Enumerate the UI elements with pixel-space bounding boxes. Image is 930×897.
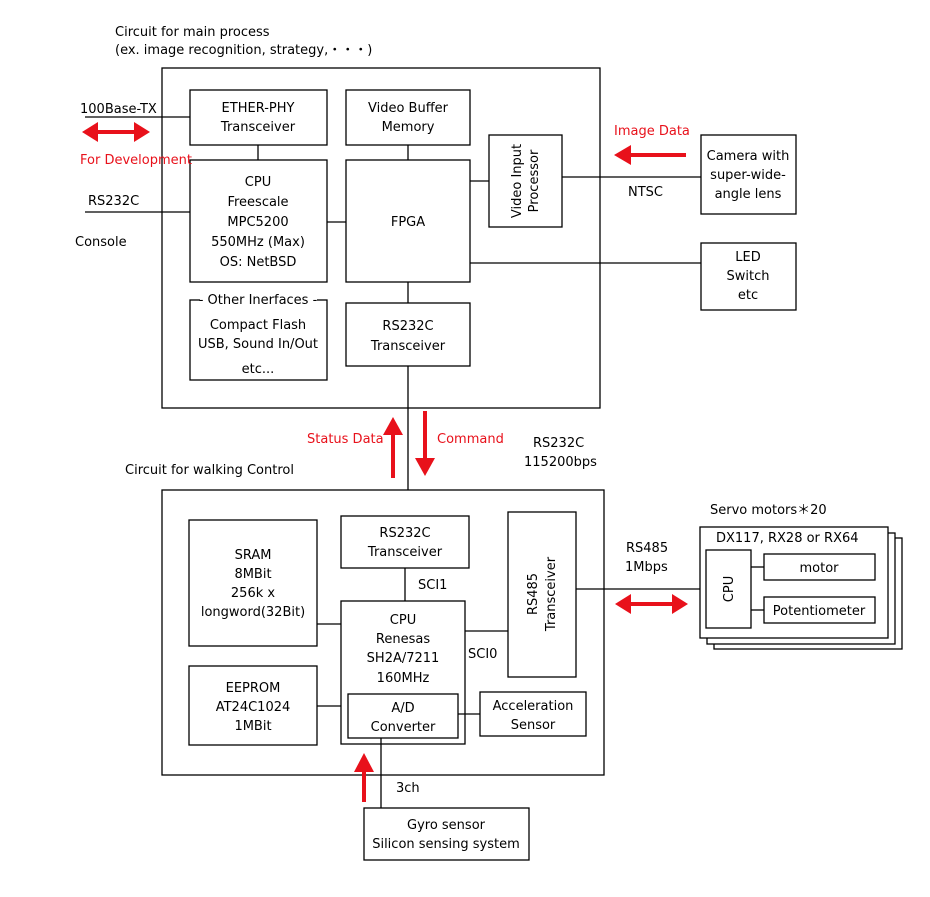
video-input-sublabel: Processor	[527, 149, 542, 212]
three-ch-label: 3ch	[396, 781, 420, 796]
led-block	[700, 242, 797, 311]
other-interfaces-line-1: USB, Sound In/Out	[198, 337, 318, 352]
ether-phy-block	[189, 89, 328, 146]
sram-line-1: 8MBit	[234, 567, 271, 582]
ether-phy-sublabel: Transceiver	[220, 120, 296, 135]
main-cpu-line-0: CPU	[245, 175, 271, 190]
servo-models: DX117, RX28 or RX64	[716, 531, 859, 546]
sci1-label: SCI1	[418, 578, 447, 593]
fpga-label: FPGA	[391, 215, 425, 230]
rs485-rate-label: 1Mbps	[625, 560, 668, 575]
dev-arrow-right-head	[134, 122, 150, 142]
walk-cpu-line-3: 160MHz	[377, 671, 430, 686]
other-interfaces-title: - Other Inerfaces -	[199, 293, 318, 308]
ad-converter-sublabel: Converter	[371, 720, 436, 735]
eeprom-line-0: EEPROM	[226, 681, 281, 696]
link-rs232c-label: RS232C	[533, 436, 584, 451]
camera-block	[700, 134, 797, 215]
other-interfaces-block	[189, 299, 328, 381]
gyro-sublabel: Silicon sensing system	[372, 837, 520, 852]
eeprom-block	[188, 665, 318, 746]
image-data-label: Image Data	[614, 124, 690, 139]
other-interfaces-title-bg	[200, 291, 317, 309]
video-buffer-sublabel: Memory	[382, 120, 435, 135]
sci0-label: SCI0	[468, 647, 497, 662]
servo-pot-label: Potentiometer	[773, 604, 866, 619]
for-development-label: For Development	[80, 153, 192, 168]
status-arrow-head	[383, 417, 403, 435]
main-cpu-line-2: MPC5200	[227, 215, 288, 230]
walk-rs232c-block	[340, 515, 470, 569]
walk-cpu-line-2: SH2A/7211	[367, 651, 440, 666]
sram-line-0: SRAM	[235, 548, 272, 563]
main-cpu-line-1: Freescale	[227, 195, 288, 210]
main-rs232c-block	[345, 302, 471, 367]
main-rs232c-label: RS232C	[382, 319, 433, 334]
camera-line-1: super-wide-	[710, 168, 786, 183]
command-arrow-head	[415, 458, 435, 476]
base-tx-label: 100Base-TX	[80, 102, 157, 117]
eeprom-line-2: 1MBit	[234, 719, 271, 734]
gyro-block	[363, 807, 530, 861]
other-interfaces-line-2: etc...	[242, 362, 275, 377]
walk-cpu-line-1: Renesas	[376, 632, 430, 647]
main-cpu-line-3: 550MHz (Max)	[211, 235, 305, 250]
rs485-transceiver-label: RS485	[526, 573, 541, 615]
sram-line-2: 256k x	[231, 586, 275, 601]
image-data-arrow-head	[614, 145, 631, 165]
gyro-arrow-head	[354, 753, 374, 772]
walk-circuit-title: Circuit for walking Control	[125, 463, 294, 478]
ad-converter-block	[347, 693, 459, 739]
main-rs232c-sublabel: Transceiver	[370, 339, 446, 354]
ether-phy-label: ETHER-PHY	[222, 101, 295, 116]
walk-rs232c-label: RS232C	[379, 526, 430, 541]
rs485-transceiver-block	[507, 511, 577, 678]
status-data-label: Status Data	[307, 432, 384, 447]
other-interfaces-line-0: Compact Flash	[210, 318, 306, 333]
servo-motor-label: motor	[799, 561, 839, 576]
ntsc-label: NTSC	[628, 185, 663, 200]
ad-converter-label: A/D	[391, 701, 414, 716]
sram-block	[188, 519, 318, 647]
rs232c-console-label: RS232C	[88, 194, 139, 209]
main-circuit-title: Circuit for main process	[115, 25, 270, 40]
rs485-arrow-right-head	[672, 594, 688, 614]
accel-sublabel: Sensor	[511, 718, 556, 733]
command-label: Command	[437, 432, 504, 447]
video-input-label: Video Input	[510, 144, 525, 218]
gyro-label: Gyro sensor	[407, 818, 486, 833]
link-rate-label: 115200bps	[524, 455, 597, 470]
main-cpu-block	[189, 159, 328, 283]
servo-cpu-block	[705, 549, 752, 629]
video-buffer-block	[345, 89, 471, 146]
camera-line-2: angle lens	[715, 187, 782, 202]
eeprom-line-1: AT24C1024	[216, 700, 291, 715]
led-line-0: LED	[735, 250, 760, 265]
servo-cpu-label: CPU	[722, 576, 737, 602]
rs485-arrow-left-head	[615, 594, 631, 614]
servo-title: Servo motors＊20	[710, 503, 827, 518]
console-label: Console	[75, 235, 127, 250]
main-cpu-line-4: OS: NetBSD	[220, 255, 297, 270]
walk-rs232c-sublabel: Transceiver	[367, 545, 443, 560]
dev-arrow-left-head	[82, 122, 98, 142]
rs485-label: RS485	[626, 541, 668, 556]
rs485-transceiver-sublabel: Transceiver	[544, 556, 559, 632]
video-input-block	[488, 134, 563, 228]
main-circuit-subtitle: (ex. image recognition, strategy,・・・)	[115, 43, 372, 58]
walk-cpu-line-0: CPU	[390, 613, 416, 628]
accel-block	[479, 691, 587, 737]
video-buffer-label: Video Buffer	[368, 101, 449, 116]
sram-line-3: longword(32Bit)	[201, 605, 305, 620]
camera-line-0: Camera with	[707, 149, 790, 164]
led-line-2: etc	[738, 288, 758, 303]
led-line-1: Switch	[727, 269, 770, 284]
accel-label: Acceleration	[493, 699, 574, 714]
